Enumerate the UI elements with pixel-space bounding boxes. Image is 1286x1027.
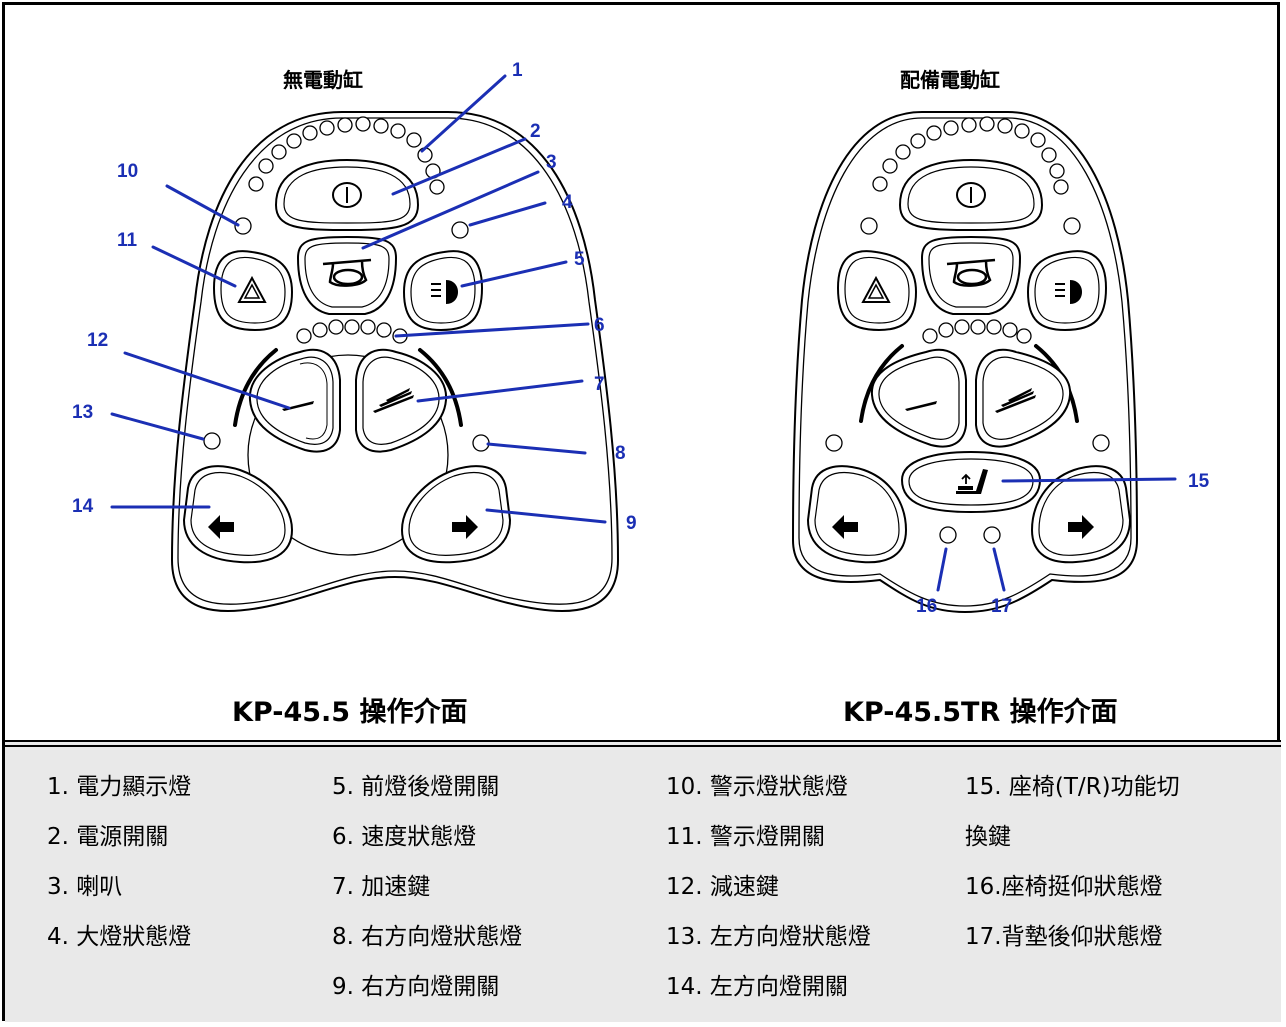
right-arrow-icon [1068, 515, 1094, 539]
callout-6: 6 [594, 315, 605, 336]
headlight-status-led [1063, 217, 1081, 235]
power-button[interactable] [274, 158, 420, 232]
legend-item: 7. 加速鍵 [332, 874, 431, 900]
speed-up-button[interactable] [975, 348, 1072, 448]
keypad-diagram: 1 2 3 4 5 6 7 8 9 10 11 12 13 14 15 16 1… [72, 60, 1210, 617]
power-icon [332, 182, 362, 208]
legend-item: 6. 速度狀態燈 [332, 824, 477, 850]
slow-icon [905, 401, 937, 411]
hazard-status-led [234, 217, 252, 235]
legend-item: 10. 警示燈狀態燈 [666, 774, 848, 800]
right-turn-button[interactable] [400, 465, 512, 564]
callout-15: 15 [1188, 471, 1210, 492]
callout-9: 9 [626, 513, 637, 534]
hazard-status-led [860, 217, 878, 235]
callout-3: 3 [546, 152, 557, 173]
left-turn-button[interactable] [806, 465, 908, 564]
headlight-status-led [451, 221, 469, 239]
left-turn-status-led [825, 434, 843, 452]
legend-item: 15. 座椅(T/R)功能切 [965, 774, 1180, 800]
legend-item: 11. 警示燈開關 [666, 824, 825, 850]
battery-leds [248, 116, 445, 195]
speed-leds [922, 319, 1032, 344]
right-turn-status-led [472, 434, 490, 452]
hazard-button[interactable] [836, 250, 918, 332]
legend-item: 2. 電源開關 [47, 824, 169, 850]
battery-leds [872, 116, 1069, 195]
backrest-recline-status-led [983, 526, 1001, 544]
seat-tilt-status-led [939, 526, 957, 544]
headlight-icon [1055, 280, 1082, 304]
horn-icon [322, 258, 372, 287]
horn-icon [946, 258, 996, 287]
power-icon [956, 182, 986, 208]
callout-lines-right [936, 477, 1177, 592]
callout-13: 13 [72, 402, 93, 423]
left-arrow-icon [208, 515, 234, 539]
hazard-button[interactable] [212, 250, 294, 332]
callout-1: 1 [512, 60, 523, 81]
callout-17: 17 [991, 596, 1012, 617]
legend-item: 8. 右方向燈狀態燈 [332, 924, 523, 950]
headlight-icon [431, 280, 458, 304]
legend-item: 5. 前燈後燈開關 [332, 774, 500, 800]
keypad-left [110, 74, 620, 613]
callout-4: 4 [562, 192, 573, 213]
callout-7: 7 [594, 374, 605, 395]
callout-numbers: 1 2 3 4 5 6 7 8 9 10 11 12 13 14 15 16 1… [72, 60, 1210, 617]
left-turn-button[interactable] [182, 465, 294, 564]
right-turn-status-led [1092, 434, 1110, 452]
callout-lines-left [110, 74, 607, 524]
right-arrow-icon [452, 515, 478, 539]
speed-down-button[interactable] [248, 348, 341, 453]
interface-label-right: KP-45.5TR 操作介面 [843, 697, 1118, 728]
right-turn-button[interactable] [1030, 465, 1132, 564]
legend-item: 14. 左方向燈開關 [666, 974, 848, 1000]
panel-title-right: 配備電動缸 [900, 68, 1000, 92]
horn-button[interactable] [920, 235, 1022, 315]
callout-11: 11 [117, 230, 138, 251]
callout-10: 10 [117, 161, 138, 182]
keypad-right [791, 111, 1177, 614]
hazard-icon [237, 275, 267, 303]
interface-label-left: KP-45.5 操作介面 [232, 697, 468, 728]
legend-item: 1. 電力顯示燈 [47, 774, 192, 800]
speed-leds [296, 319, 408, 344]
legend-item: 13. 左方向燈狀態燈 [666, 924, 871, 950]
legend-item: 12. 減速鍵 [666, 874, 779, 900]
legend-box: 1. 電力顯示燈 2. 電源開關 3. 喇叭 4. 大燈狀態燈 5. 前燈後燈開… [5, 740, 1281, 1022]
left-turn-status-led [203, 432, 221, 450]
legend-item: 16.座椅挺仰狀態燈 [965, 874, 1163, 900]
fast-icon [373, 388, 414, 413]
callout-8: 8 [615, 443, 626, 464]
horn-button[interactable] [296, 235, 398, 315]
legend-item: 3. 喇叭 [47, 874, 123, 900]
power-button[interactable] [898, 158, 1044, 232]
left-arrow-icon [832, 515, 858, 539]
headlight-button[interactable] [402, 250, 484, 332]
callout-16: 16 [916, 596, 937, 617]
callout-5: 5 [574, 249, 585, 270]
seat-icon [956, 469, 988, 494]
callout-12: 12 [87, 330, 108, 351]
speed-up-button[interactable] [355, 348, 448, 453]
callout-2: 2 [530, 121, 541, 142]
legend-item: 9. 右方向燈開關 [332, 974, 500, 1000]
legend-item: 17.背墊後仰狀態燈 [965, 924, 1163, 950]
panel-title-left: 無電動缸 [283, 68, 363, 92]
headlight-button[interactable] [1026, 250, 1108, 332]
speed-down-button[interactable] [870, 348, 967, 448]
hazard-icon [861, 275, 891, 303]
seat-function-button[interactable] [900, 450, 1042, 514]
fast-icon [995, 388, 1036, 413]
legend-item: 4. 大燈狀態燈 [47, 924, 192, 950]
legend-item: 換鍵 [965, 824, 1011, 850]
callout-14: 14 [72, 496, 94, 517]
